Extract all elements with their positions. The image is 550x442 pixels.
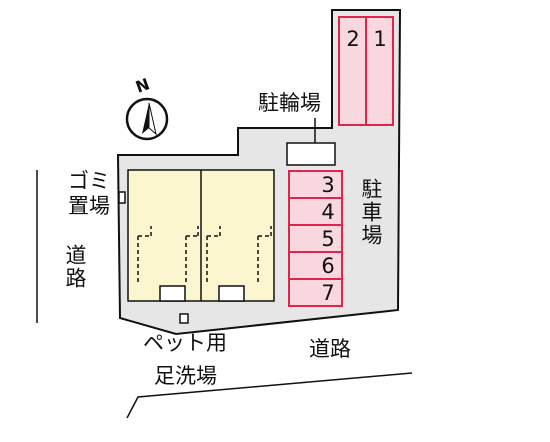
road-left-label: 道路 — [63, 244, 87, 290]
garbage-label-line1: ゴミ — [68, 169, 110, 193]
parking-label: 駐車場 — [359, 178, 383, 247]
road-bottom-label: 道路 — [309, 337, 351, 361]
compass — [125, 97, 169, 141]
parking-space-3: 3 — [321, 173, 335, 197]
parking-area-side — [288, 170, 343, 307]
bicycle-parking-box — [286, 142, 336, 166]
parking-space-7: 7 — [321, 281, 335, 305]
parking-space-4: 4 — [321, 200, 335, 224]
parking-space-5: 5 — [321, 227, 335, 251]
bicycle-parking-label: 駐輪場 — [258, 91, 321, 115]
parking-space-1: 1 — [373, 27, 387, 51]
road-bottom-edge — [126, 372, 413, 419]
parking-space-2: 2 — [346, 27, 360, 51]
garbage-label-line2: 置場 — [68, 194, 110, 218]
pet-wash-label-line1: ペット用 — [143, 331, 227, 355]
parking-area-top — [338, 16, 394, 126]
building — [127, 169, 275, 302]
pet-wash-label-line2: 足洗場 — [154, 364, 217, 388]
garbage-box — [118, 191, 126, 204]
pet-wash-marker — [179, 313, 189, 324]
parking-space-6: 6 — [321, 254, 335, 278]
